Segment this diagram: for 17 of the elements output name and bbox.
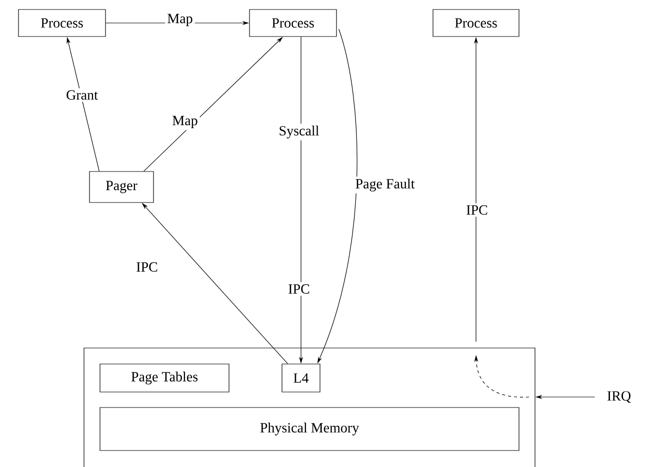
process-box: Process <box>18 9 106 37</box>
process-box: Process <box>432 9 520 37</box>
irq-text: IRQ <box>607 391 631 403</box>
page-tables-box: Page Tables <box>100 364 230 392</box>
physical-memory-box: Physical Memory <box>100 407 520 451</box>
line-label: IPC <box>286 282 312 296</box>
edge-label: Grant <box>64 88 100 102</box>
l4-box: L4 <box>282 364 320 392</box>
kernel-box <box>84 348 536 467</box>
pager-box: Pager <box>89 171 154 203</box>
edge-label: Page Fault <box>353 176 417 194</box>
process-box: Process <box>249 9 337 37</box>
edge-label: IPC <box>464 203 490 217</box>
edge-label: Syscall <box>276 124 322 140</box>
edge-label: Map <box>165 12 195 28</box>
edge-label: Map <box>170 114 200 130</box>
edge-label: IPC <box>134 260 160 274</box>
